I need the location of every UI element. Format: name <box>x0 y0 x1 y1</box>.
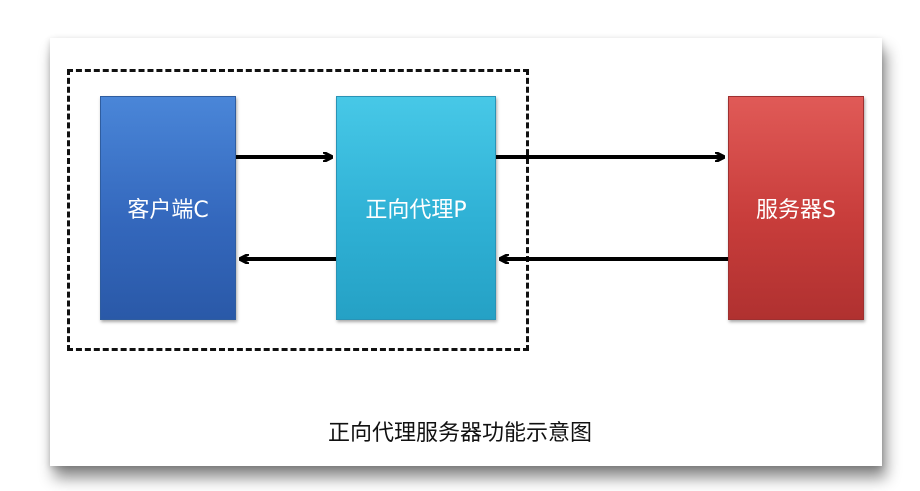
proxy-node: 正向代理P <box>336 96 496 320</box>
client-proxy-group-box <box>67 69 529 351</box>
client-node: 客户端C <box>100 96 236 320</box>
server-label: 服务器S <box>756 198 836 223</box>
proxy-label: 正向代理P <box>365 198 467 223</box>
server-node: 服务器S <box>728 96 864 320</box>
client-label: 客户端C <box>127 198 209 223</box>
diagram-caption: 正向代理服务器功能示意图 <box>327 421 592 446</box>
